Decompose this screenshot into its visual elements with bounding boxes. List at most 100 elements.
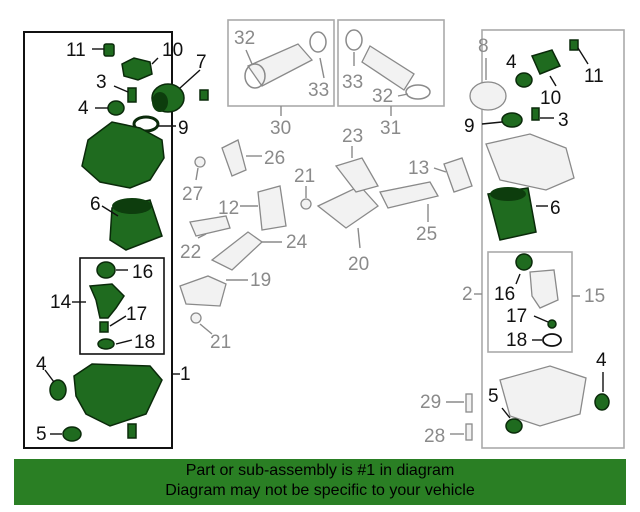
callout-23: 23 [342, 126, 363, 147]
callout-12: 12 [218, 198, 239, 219]
callout-4-left-lower: 4 [36, 354, 47, 375]
callout-18-right: 18 [506, 330, 527, 351]
callout-6-left: 6 [90, 194, 101, 215]
sensor-10-part [121, 57, 159, 81]
lower-case-bolt-part [127, 423, 137, 439]
callout-33-right: 33 [342, 72, 363, 93]
callout-13: 13 [408, 158, 429, 179]
callout-32-left: 32 [234, 28, 255, 49]
callout-33-left: 33 [308, 80, 329, 101]
callout-2: 2 [462, 284, 473, 305]
callout-16-left: 16 [132, 262, 153, 283]
sensor-10-right-part [530, 49, 562, 87]
bolt-28-part [450, 423, 473, 441]
bolt-11-right-part [569, 39, 589, 65]
callout-4-right-lower: 4 [596, 350, 607, 371]
callout-6-right: 6 [550, 198, 561, 219]
assembly-2-box [481, 29, 625, 449]
callout-3-right: 3 [558, 110, 569, 131]
duct-24-part [210, 231, 282, 271]
callout-9-right: 9 [464, 116, 475, 137]
callout-16-right: 16 [494, 284, 515, 305]
duct-22-part [189, 215, 231, 239]
callout-30: 30 [270, 118, 291, 139]
assembly-1-box [23, 31, 173, 449]
lower-case-right-part [499, 365, 587, 427]
disclaimer-banner: Part or sub-assembly is #1 in diagram Di… [14, 459, 626, 505]
callout-28: 28 [424, 426, 445, 447]
callout-11-right: 11 [584, 66, 604, 87]
oring-18-left-part [97, 338, 133, 350]
oring-18-right-part [532, 333, 562, 347]
resonator-12-part [240, 185, 287, 231]
callout-21-upper: 21 [294, 166, 315, 187]
lower-case-part [73, 363, 163, 427]
valve-14-part [72, 283, 125, 319]
banner-line-1: Part or sub-assembly is #1 in diagram [185, 462, 455, 479]
grommet-5-right-part [501, 407, 523, 434]
callout-21-lower: 21 [210, 332, 231, 353]
callout-10-left: 10 [162, 40, 183, 61]
upper-cover-part [81, 121, 165, 189]
grommet-4-right-lower-part [594, 372, 610, 411]
seal-9-right-part [481, 112, 523, 128]
fitting-17-right-part [533, 315, 557, 329]
screw-3-right-part [531, 107, 554, 121]
callout-7: 7 [196, 52, 207, 73]
clip-21-lower-part [190, 312, 213, 335]
grommet-4-right-top-part [515, 72, 533, 88]
callout-5-left: 5 [36, 424, 47, 445]
upper-cover-right-part [485, 133, 575, 191]
callout-17-left: 17 [126, 304, 147, 325]
callout-20: 20 [348, 254, 369, 275]
callout-19: 19 [250, 270, 271, 291]
callout-11-left: 11 [66, 40, 86, 61]
maf-housing-8-part [469, 58, 507, 111]
callout-27: 27 [182, 184, 203, 205]
callout-26: 26 [264, 148, 285, 169]
callout-29: 29 [420, 392, 441, 413]
cap-16-left-part [96, 261, 128, 279]
hose-31-part [345, 29, 431, 100]
subassembly-14-box [79, 257, 165, 355]
cap-16-right-part [515, 253, 533, 285]
callout-9-left: 9 [178, 118, 189, 139]
callout-22: 22 [180, 242, 201, 263]
grommet-5-left-part [50, 426, 82, 442]
grommet-4-top-part [95, 100, 125, 116]
callout-18-left: 18 [134, 332, 155, 353]
filter-6-right-part [487, 187, 548, 241]
callout-8: 8 [478, 36, 489, 57]
callout-15: 15 [584, 286, 605, 307]
subassembly-15-box [487, 251, 573, 353]
duct-20-part [316, 185, 379, 249]
valve-15-part [529, 269, 559, 309]
plate-13-part [433, 157, 473, 193]
bolt-29-part [446, 393, 473, 413]
grommet-4-lower-part [44, 369, 67, 401]
duct-19-part [179, 275, 248, 307]
clip-21-upper-part [300, 186, 312, 210]
clip-27-part [194, 156, 206, 181]
callout-14: 14 [50, 292, 72, 313]
callout-1: 1 [180, 364, 191, 385]
callout-3-left: 3 [96, 72, 107, 93]
hose-25-part [379, 181, 439, 222]
callout-17-right: 17 [506, 306, 527, 327]
callout-5-right: 5 [488, 386, 499, 407]
filter-6-part [101, 198, 163, 251]
callout-25: 25 [416, 224, 437, 245]
screw-3-part [113, 85, 137, 103]
callout-31: 31 [380, 118, 401, 139]
duct-23-part [334, 146, 379, 193]
bracket-26-part [221, 139, 262, 177]
fitting-17-left-part [99, 315, 127, 333]
bolt-11-part [92, 43, 115, 57]
callout-4-left-top: 4 [78, 98, 89, 119]
callout-10-right: 10 [540, 88, 561, 109]
maf-housing-7-part [151, 69, 209, 113]
hose-30-part [244, 31, 327, 89]
banner-line-2: Diagram may not be specific to your vehi… [165, 482, 475, 499]
callout-4-right-top: 4 [506, 52, 517, 73]
callout-32-right: 32 [372, 86, 393, 107]
